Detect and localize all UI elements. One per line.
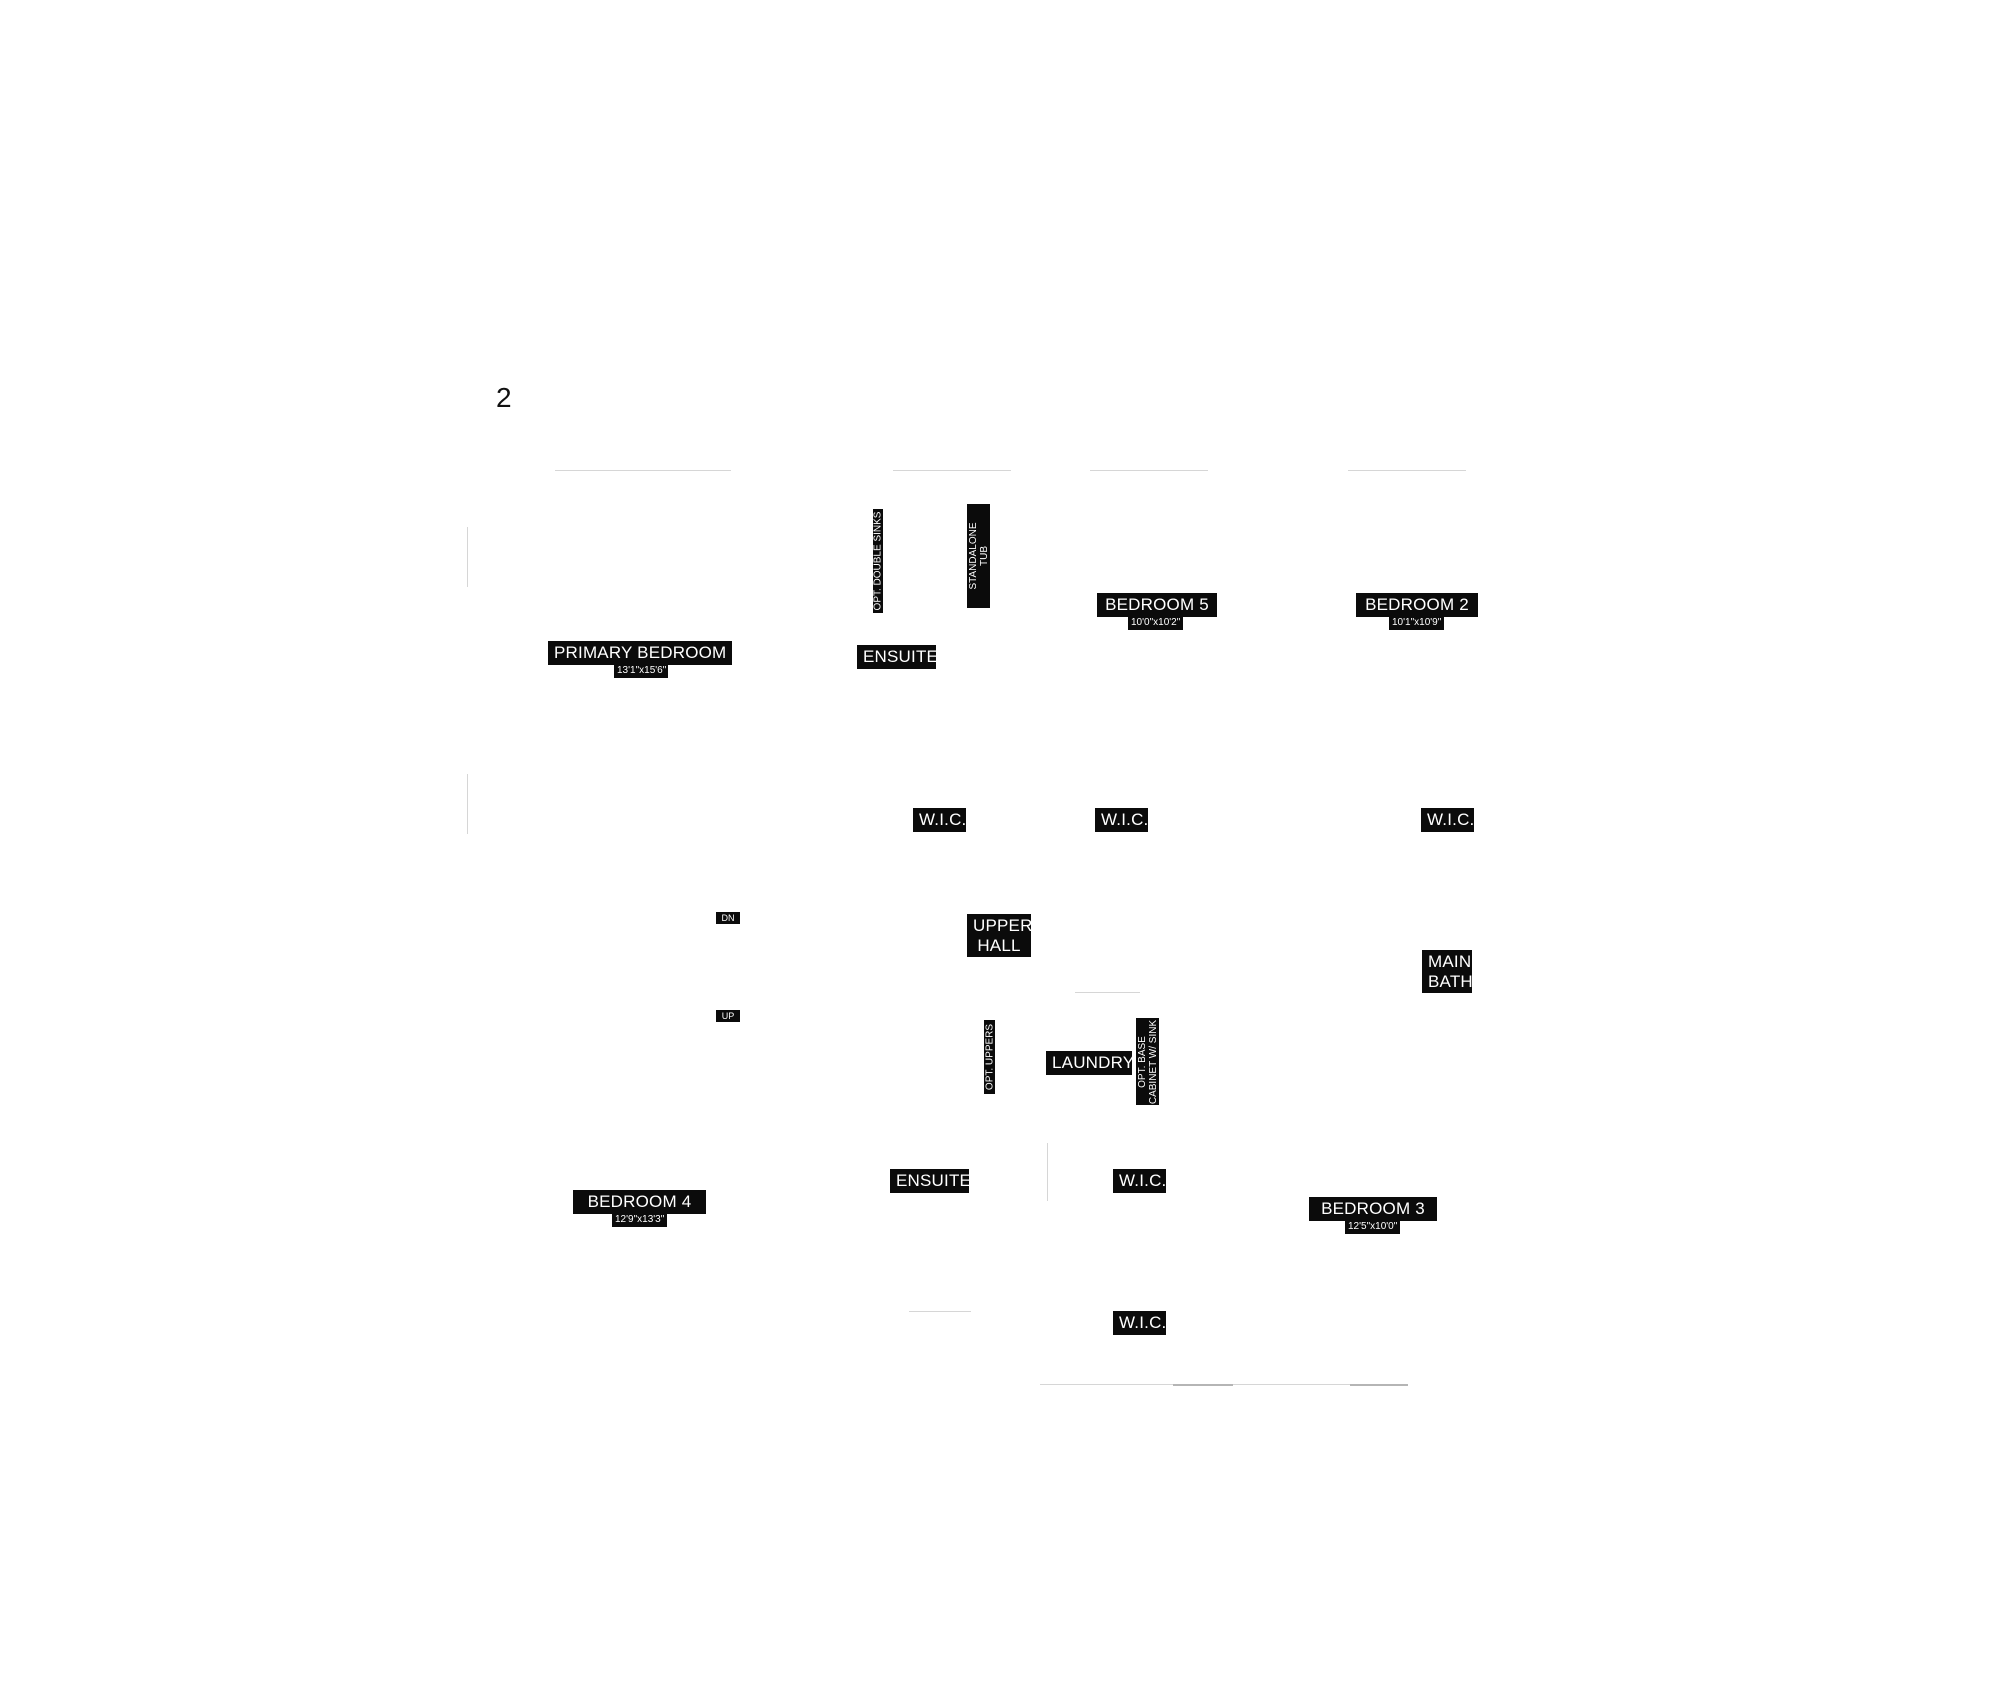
standalone-tub-fixture: STANDALONE TUB (967, 504, 990, 608)
laundry-label: LAUNDRY (1046, 1051, 1134, 1075)
bedroom2-size: 10'1"x10'9" (1389, 616, 1444, 630)
stairs-down-label: DN (716, 912, 740, 925)
opt-uppers-fixture: OPT. UPPERS (984, 1020, 995, 1094)
floor-number: 2 (496, 382, 512, 413)
wall-segment (1090, 470, 1208, 471)
wall-segment (1173, 1384, 1233, 1386)
bedroom2-label: BEDROOM 2 (1356, 593, 1478, 617)
ensuite-bottom-label: ENSUITE (890, 1169, 971, 1193)
double-sinks-label: OPT. DOUBLE SINKS (872, 511, 884, 611)
bedroom5-label: BEDROOM 5 (1097, 593, 1217, 617)
primary-bedroom-label: PRIMARY BEDROOM (548, 641, 732, 665)
stairs-up-label: UP (716, 1010, 740, 1023)
wic-label: W.I.C. (1421, 808, 1474, 832)
wall-segment (1348, 470, 1466, 471)
main-bath-label: MAIN BATH (1422, 950, 1473, 994)
opt-base-cabinet-fixture: OPT. BASE CABINET W/ SINK (1136, 1018, 1159, 1105)
wic-label: W.I.C. (1095, 808, 1148, 832)
wall-segment (893, 470, 1011, 471)
wall-segment (909, 1311, 971, 1312)
wic-label: W.I.C. (1113, 1311, 1166, 1335)
bedroom3-label: BEDROOM 3 (1309, 1197, 1437, 1221)
bedroom4-size: 12'9"x13'3" (612, 1213, 667, 1227)
wic-label: W.I.C. (1113, 1169, 1166, 1193)
opt-base-cabinet-label: OPT. BASE CABINET W/ SINK (1136, 1019, 1159, 1104)
double-sinks-fixture: OPT. DOUBLE SINKS (872, 509, 884, 613)
wall-segment (1075, 992, 1140, 993)
wall-segment (467, 774, 468, 834)
upper-hall-label: UPPER HALL (967, 914, 1032, 958)
wall-segment (1350, 1384, 1408, 1386)
primary-bedroom-size: 13'1"x15'6" (614, 664, 668, 678)
wall-segment (467, 527, 468, 587)
bedroom4-label: BEDROOM 4 (573, 1190, 706, 1214)
wall-segment (1047, 1143, 1048, 1201)
opt-uppers-label: OPT. UPPERS (984, 1023, 995, 1091)
wall-segment (555, 470, 731, 471)
standalone-tub-label: STANDALONE TUB (967, 522, 990, 590)
bedroom5-size: 10'0"x10'2" (1128, 616, 1183, 630)
bedroom3-size: 12'5"x10'0" (1345, 1220, 1400, 1234)
wic-label: W.I.C. (913, 808, 966, 832)
ensuite-top-label: ENSUITE (857, 645, 938, 669)
